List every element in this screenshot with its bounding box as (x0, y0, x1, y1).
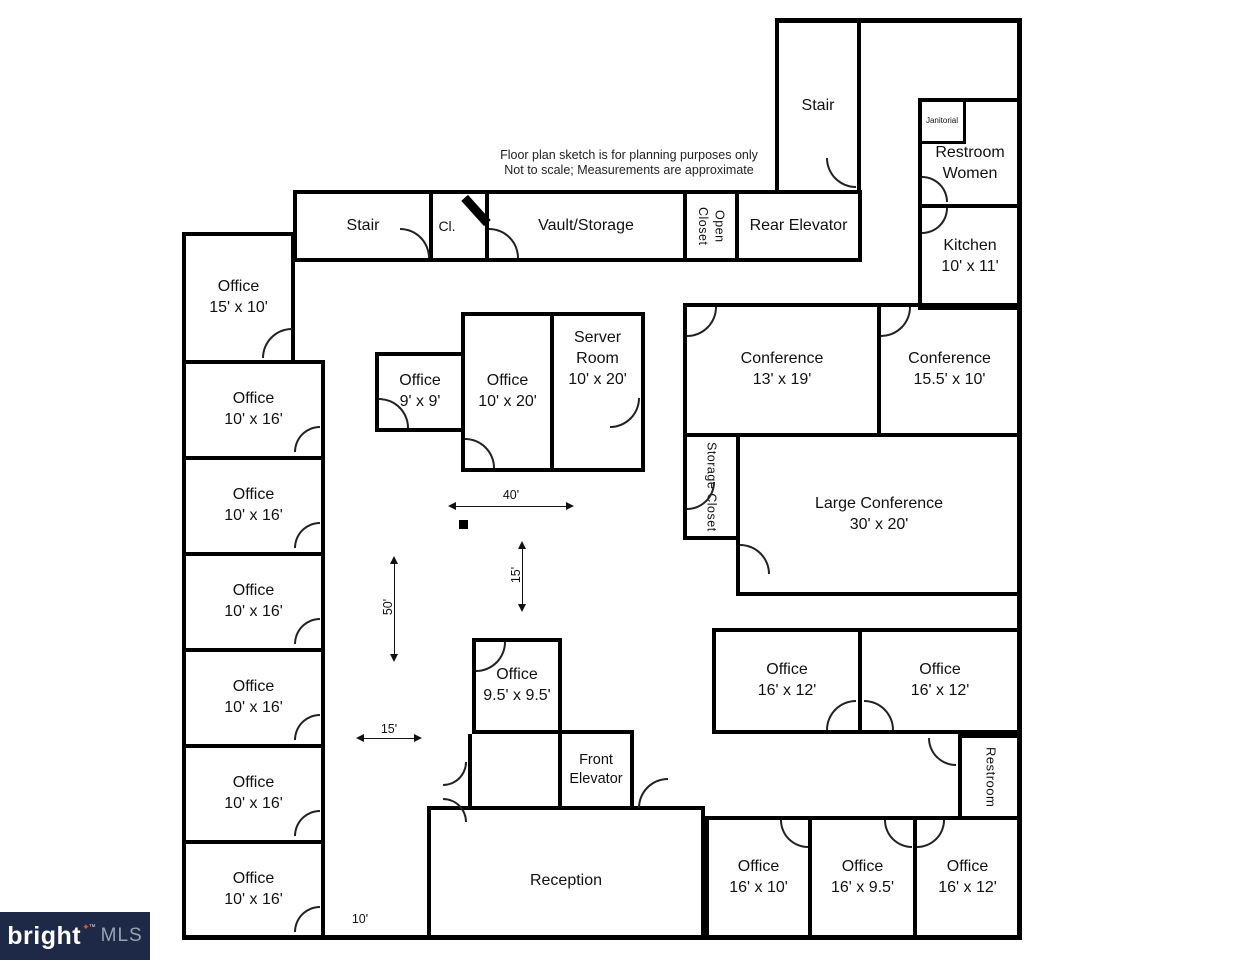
room-office-9-5x9-5: Office 9.5' x 9.5' (472, 638, 562, 734)
room-office-10x16-6: Office 10' x 16' (182, 840, 325, 940)
room-label: Office 10' x 16' (224, 390, 283, 428)
room-label: Office 10' x 16' (224, 774, 283, 812)
room-rear-elevator: Rear Elevator (735, 190, 862, 262)
door-arc (443, 762, 467, 786)
room-closet-cl: Cl. (429, 190, 489, 262)
door-arc (638, 778, 668, 808)
dimension-label-40ft: 40' (502, 488, 520, 502)
dimension-arrow-40ft (448, 502, 574, 511)
wall-reception-step-v (468, 734, 472, 810)
room-label: Office 9.5' x 9.5' (483, 666, 551, 704)
room-label: Cl. (438, 217, 456, 234)
room-label: Server Room 10' x 20' (568, 329, 627, 388)
dimension-label-15ft-vertical: 15' (509, 566, 523, 584)
room-kitchen: Kitchen 10' x 11' (918, 204, 1022, 310)
room-label: Conference 15.5' x 10' (908, 350, 991, 388)
door-arc (928, 738, 956, 766)
room-label: Office 15' x 10' (209, 278, 268, 316)
room-label: Office 16' x 10' (729, 858, 788, 896)
room-label: Stair (801, 96, 835, 114)
logo-suffix-text: MLS (100, 925, 143, 946)
room-front-elevator: Front Elevator (558, 730, 634, 810)
room-label: Vault/Storage (538, 216, 634, 234)
dimension-arrow-15ft-horizontal (356, 734, 422, 743)
dimension-label-50ft: 50' (381, 598, 395, 616)
room-label: Office 10' x 20' (478, 372, 537, 410)
disclaimer-text: Floor plan sketch is for planning purpos… (488, 148, 770, 178)
dimension-arrow-50ft (390, 556, 399, 662)
door-arc (443, 798, 467, 822)
room-label: Storage Closet (704, 441, 719, 532)
room-label: Open Closet (696, 206, 727, 246)
logo-brand-text: bright (7, 921, 82, 950)
room-label: Office 10' x 16' (224, 486, 283, 524)
room-label: Front Elevator (569, 752, 623, 787)
room-label: Office 9' x 9' (399, 372, 441, 410)
room-label: Stair (346, 216, 380, 234)
room-office-10x16-3: Office 10' x 16' (182, 552, 325, 652)
room-restroom-bottom: Restroom (958, 734, 1022, 820)
room-label: Office 16' x 12' (757, 661, 817, 699)
room-open-closet: Open Closet (683, 190, 739, 262)
room-label: Restroom (983, 746, 999, 808)
disclaimer-line-1: Floor plan sketch is for planning purpos… (500, 148, 758, 162)
wall-top-right (775, 18, 1022, 23)
room-label: Kitchen 10' x 11' (941, 237, 999, 275)
dimension-arrow-15ft-vertical (518, 541, 527, 612)
room-label: Rear Elevator (749, 216, 848, 234)
room-label: Restroom Women (935, 144, 1005, 182)
room-label: Office 16' x 9.5' (830, 858, 895, 896)
room-server-room: Server Room 10' x 20' (550, 312, 645, 472)
room-office-15x10: Office 15' x 10' (182, 232, 295, 364)
room-conference-13x19: Conference 13' x 19' (683, 303, 881, 437)
room-label: Office 10' x 16' (224, 678, 283, 716)
logo-star-icon: ✦ (82, 921, 90, 932)
room-label: Office 16' x 12' (938, 858, 997, 896)
room-label: Large Conference 30' x 20' (814, 494, 944, 533)
dimension-label-10ft: 10' (351, 912, 369, 926)
room-janitorial: Janitorial (918, 98, 966, 144)
room-office-10x16-5: Office 10' x 16' (182, 744, 325, 844)
logo-trademark: ™ (88, 923, 96, 931)
room-reception: Reception (427, 806, 705, 940)
room-label: Office 16' x 12' (910, 661, 970, 699)
disclaimer-line-2: Not to scale; Measurements are approxima… (504, 163, 754, 177)
room-label: Office 10' x 16' (224, 870, 283, 908)
scale-marker-square (459, 520, 468, 529)
room-label: Janitorial (925, 115, 958, 125)
room-office-16x12-c: Office 16' x 12' (913, 816, 1022, 940)
dimension-label-15ft-horizontal: 15' (380, 722, 398, 736)
room-label: Reception (529, 871, 603, 889)
room-large-conference: Large Conference 30' x 20' (736, 433, 1022, 596)
room-office-16x12-b: Office 16' x 12' (858, 628, 1022, 734)
room-label: Conference 13' x 19' (740, 350, 824, 388)
brightmls-logo: bright ✦ ™ MLS (0, 912, 150, 960)
room-label: Office 10' x 16' (224, 582, 283, 620)
